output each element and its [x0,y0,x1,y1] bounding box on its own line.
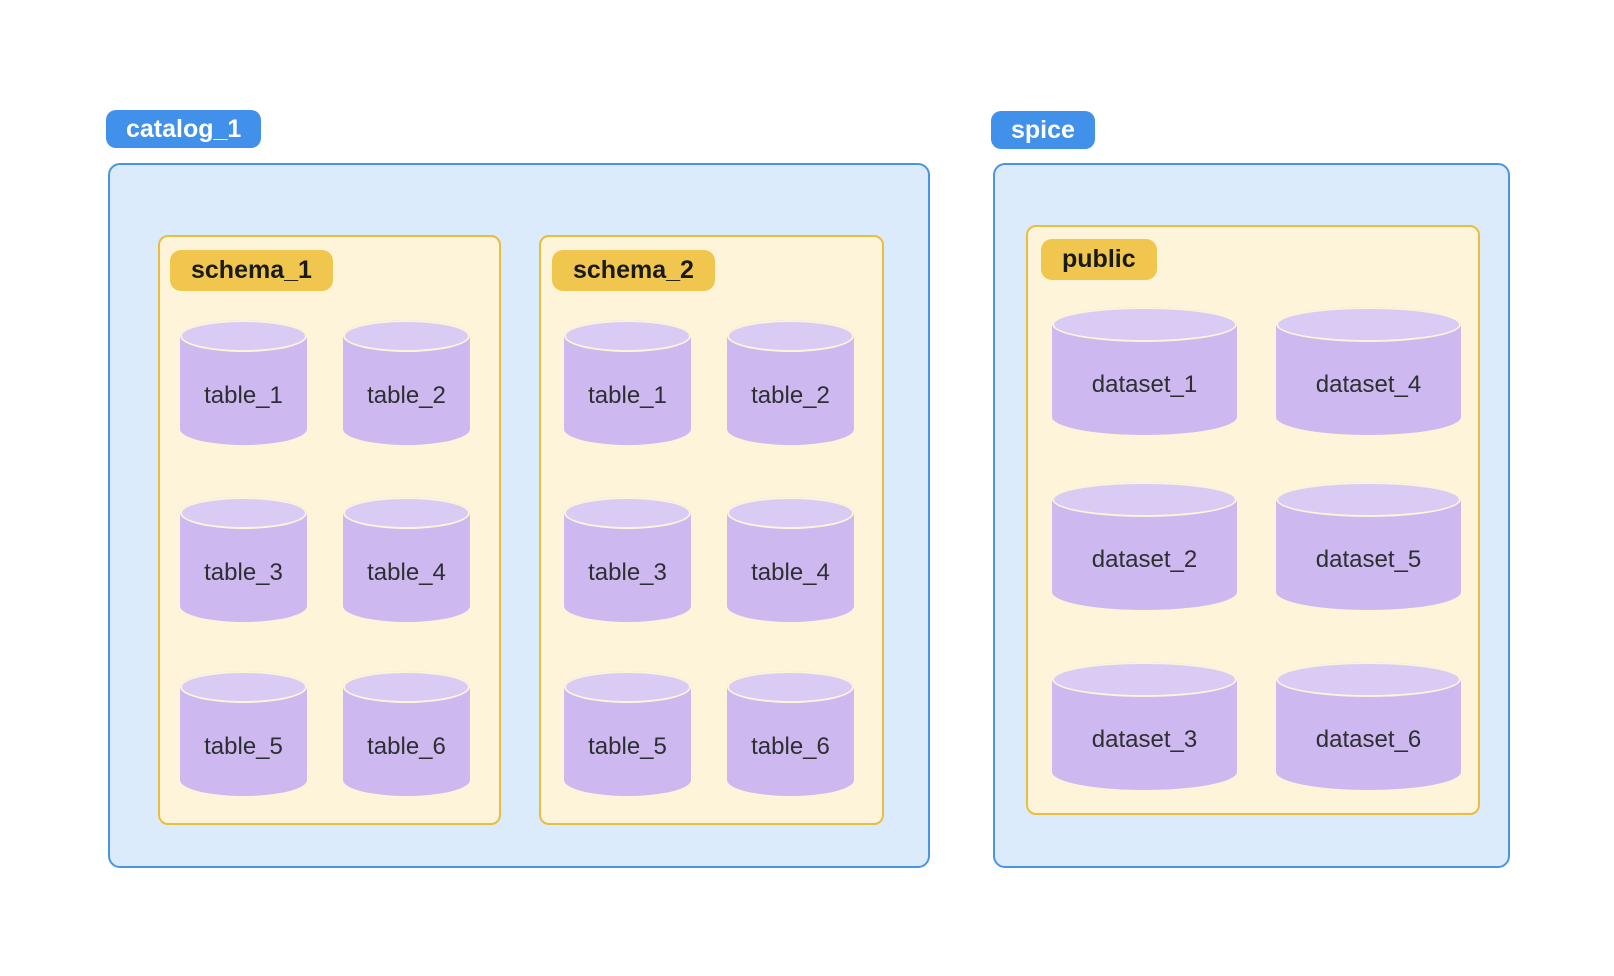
database-cylinder: dataset_4 [1276,307,1461,435]
badge-public: public [1041,239,1157,280]
table-label: table_1 [204,381,283,409]
database-cylinder: table_5 [564,671,691,796]
dataset-label: dataset_1 [1091,371,1198,398]
catalog-1-container: schema_1 table_1 table_2 table_3 table_4… [108,163,930,868]
schema-1-box: schema_1 table_1 table_2 table_3 table_4… [158,235,501,825]
badge-spice: spice [991,111,1095,149]
table-label: table_2 [367,381,446,409]
database-cylinder: table_5 [180,671,307,796]
database-cylinder: table_1 [564,320,691,445]
database-cylinder: dataset_5 [1276,482,1461,610]
spice-container: public dataset_1 dataset_4 dataset_2 dat… [993,163,1510,868]
database-cylinder: table_3 [564,497,691,622]
database-cylinder: table_1 [180,320,307,445]
database-cylinder: dataset_3 [1052,662,1237,790]
database-cylinder: table_2 [343,320,470,445]
table-label: table_3 [204,558,283,586]
dataset-label: dataset_5 [1315,546,1422,573]
dataset-label: dataset_2 [1091,546,1198,573]
database-cylinder: table_2 [727,320,854,445]
database-cylinder: table_4 [727,497,854,622]
database-cylinder: table_6 [727,671,854,796]
schema-2-box: schema_2 table_1 table_2 table_3 table_4… [539,235,884,825]
public-box: public dataset_1 dataset_4 dataset_2 dat… [1026,225,1480,815]
database-cylinder: dataset_1 [1052,307,1237,435]
table-label: table_5 [588,732,667,760]
database-cylinder: dataset_6 [1276,662,1461,790]
table-label: table_5 [204,732,283,760]
dataset-label: dataset_6 [1315,726,1422,753]
table-label: table_4 [751,558,830,586]
table-label: table_3 [588,558,667,586]
database-cylinder: dataset_2 [1052,482,1237,610]
dataset-label: dataset_3 [1091,726,1198,753]
badge-catalog-1: catalog_1 [106,110,262,148]
database-cylinder: table_4 [343,497,470,622]
table-label: table_6 [751,732,830,760]
dataset-label: dataset_4 [1315,371,1422,398]
table-label: table_1 [588,381,667,409]
badge-schema-1: schema_1 [170,250,333,291]
badge-schema-2: schema_2 [552,250,715,291]
table-label: table_6 [367,732,446,760]
database-cylinder: table_6 [343,671,470,796]
table-label: table_2 [751,381,830,409]
table-label: table_4 [367,558,446,586]
database-cylinder: table_3 [180,497,307,622]
